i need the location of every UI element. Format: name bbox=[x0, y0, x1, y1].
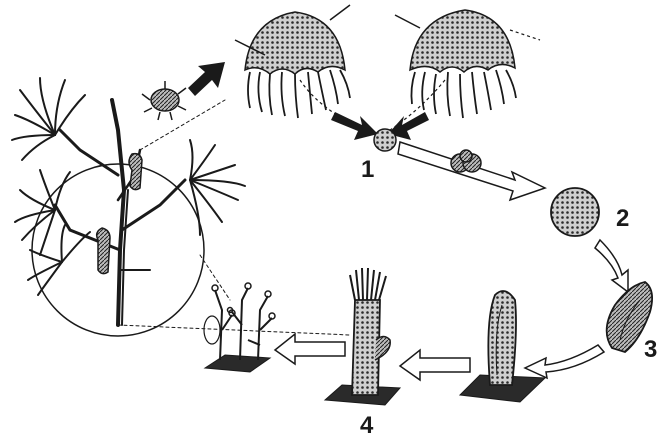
arrow-4-to-colony bbox=[275, 334, 345, 364]
stage-label-2: 2 bbox=[616, 205, 629, 233]
young-colony bbox=[204, 283, 275, 372]
stage-label-1: 1 bbox=[361, 156, 374, 184]
arrow-2-to-3 bbox=[595, 240, 628, 292]
polyp-head-top bbox=[12, 78, 85, 160]
blastula bbox=[551, 188, 599, 236]
gonangium-upper bbox=[129, 154, 142, 190]
arrow-polyp-to-4 bbox=[400, 350, 470, 380]
medusa-left bbox=[235, 5, 365, 130]
young-medusa bbox=[142, 81, 186, 120]
settled-polyp bbox=[460, 291, 545, 402]
polyp-head-right bbox=[190, 140, 245, 235]
medusa-right bbox=[390, 10, 540, 130]
tentacled-polyp bbox=[325, 268, 400, 405]
arrow-release bbox=[188, 62, 225, 96]
zygote bbox=[374, 129, 396, 151]
stage-label-3: 3 bbox=[644, 336, 657, 364]
arrow-gamete-left bbox=[331, 112, 378, 140]
stage-label-4: 4 bbox=[360, 412, 373, 440]
cleaving-embryo bbox=[451, 150, 481, 172]
gonangium-lower bbox=[97, 228, 110, 274]
arrow-3-to-polyp bbox=[525, 345, 604, 378]
hydroid-colony bbox=[12, 78, 350, 336]
